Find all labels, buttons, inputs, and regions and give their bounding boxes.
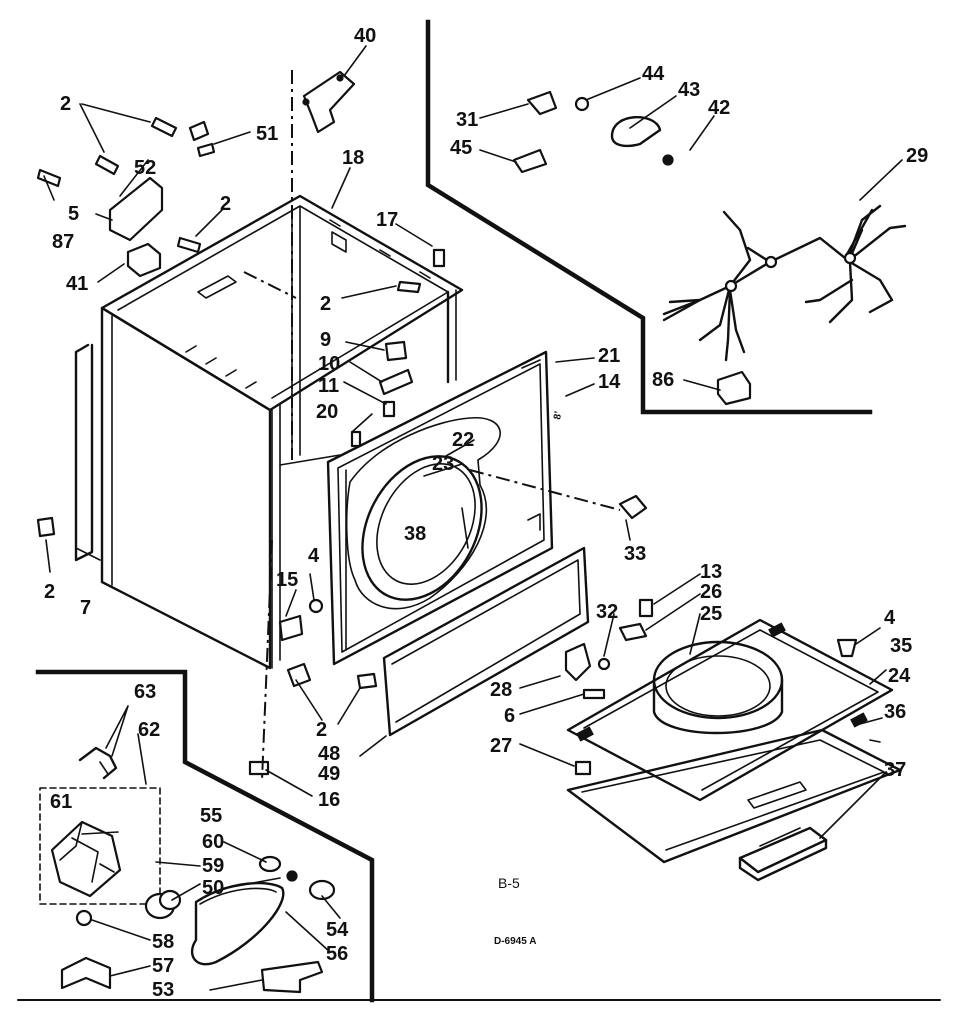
callout-2: 2 (320, 293, 331, 315)
callout-42: 42 (708, 97, 730, 119)
callout-33: 33 (624, 543, 646, 565)
callout-35: 35 (890, 635, 912, 657)
callout-62: 62 (138, 719, 160, 741)
callout-36: 36 (884, 701, 906, 723)
callout-41: 41 (66, 273, 88, 295)
callout-18: 18 (342, 147, 364, 169)
callout-2: 2 (60, 93, 71, 115)
svg-text:8’: 8’ (552, 410, 564, 420)
callout-26: 26 (700, 581, 722, 603)
callout-53: 53 (152, 979, 174, 1001)
callout-21: 21 (598, 345, 620, 367)
wire-harness (662, 204, 907, 362)
callout-43: 43 (678, 79, 700, 101)
callout-87: 87 (52, 231, 74, 253)
callout-54: 54 (326, 919, 349, 941)
callout-2: 2 (44, 581, 55, 603)
callout-52: 52 (134, 157, 156, 179)
front-panel (326, 350, 554, 666)
callout-45: 45 (450, 137, 472, 159)
callout-40: 40 (354, 25, 376, 47)
callout-38: 38 (404, 523, 426, 545)
hardware-parts: 8’ (36, 70, 858, 776)
callout-24: 24 (888, 665, 911, 687)
callout-56: 56 (326, 943, 348, 965)
callout-2: 2 (316, 719, 327, 741)
callout-28: 28 (490, 679, 512, 701)
callout-14: 14 (598, 371, 621, 393)
section-borders (17, 19, 941, 1003)
callout-32: 32 (596, 601, 618, 623)
callout-23: 23 (432, 453, 454, 475)
callout-20: 20 (316, 401, 338, 423)
leader-arrows (43, 45, 903, 991)
callout-4: 4 (884, 607, 896, 629)
callout-86: 86 (652, 369, 674, 391)
callout-50: 50 (202, 877, 224, 899)
callout-10: 10 (318, 353, 340, 375)
callout-37: 37 (884, 759, 906, 781)
callout-58: 58 (152, 931, 174, 953)
caption-section: B-5 (498, 875, 520, 891)
callout-6: 6 (504, 705, 515, 727)
callout-15: 15 (276, 569, 298, 591)
motor-assembly (39, 746, 336, 994)
callout-16: 16 (318, 789, 340, 811)
callout-13: 13 (700, 561, 722, 583)
callout-63: 63 (134, 681, 156, 703)
base-assembly (566, 618, 902, 882)
alignment-lines (243, 70, 621, 781)
callout-48: 48 (318, 743, 340, 765)
callout-11: 11 (318, 375, 339, 397)
left-rod-7 (74, 343, 101, 562)
callout-44: 44 (642, 63, 665, 85)
callout-25: 25 (700, 603, 722, 625)
callout-59: 59 (202, 855, 224, 877)
callout-7: 7 (80, 597, 91, 619)
callout-29: 29 (906, 145, 928, 167)
callout-31: 31 (456, 109, 478, 131)
callout-5: 5 (68, 203, 79, 225)
callout-55: 55 (200, 805, 222, 827)
callout-57: 57 (152, 955, 174, 977)
callout-60: 60 (202, 831, 224, 853)
callout-22: 22 (452, 429, 474, 451)
callout-9: 9 (320, 329, 331, 351)
callout-2: 2 (220, 193, 231, 215)
callout-49: 49 (318, 763, 340, 785)
callout-labels: 40 2 51 52 18 5 87 2 17 41 2 9 10 11 20 … (44, 25, 928, 1001)
caption-drawing-number: D-6945 A (494, 936, 536, 947)
callout-61: 61 (50, 791, 72, 813)
callout-51: 51 (256, 123, 278, 145)
callout-27: 27 (490, 735, 512, 757)
toe-plate (382, 546, 590, 737)
callout-17: 17 (376, 209, 398, 231)
callout-4: 4 (308, 545, 320, 567)
